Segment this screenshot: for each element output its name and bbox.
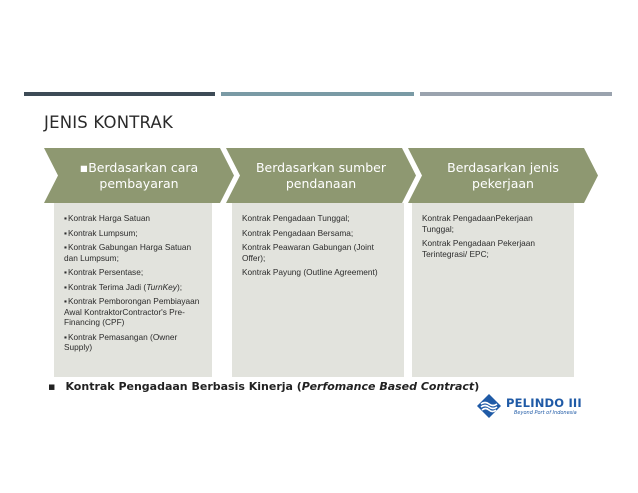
top-bar-grey	[420, 92, 612, 96]
list-item: Kontrak PengadaanPekerjaan Tunggal;	[422, 213, 533, 234]
chevron-header-payment: ▪Berdasarkan cara pembayaran	[44, 148, 234, 203]
logo-tagline: Beyond Port of Indonesia	[514, 410, 577, 416]
pelindo-logo: PELINDO III Beyond Port of Indonesia	[476, 391, 594, 423]
list-item: Kontrak Pemborongan Pembiayaan Awal Kont…	[64, 296, 204, 328]
chevron-header-label: Berdasarkan jenis pekerjaan	[447, 159, 559, 191]
list-item-italic: TurnKey	[146, 281, 177, 292]
list-item: Kontrak Harga Satuan	[64, 213, 204, 224]
top-bar-dark	[24, 92, 215, 96]
list-item: Kontrak Persentase;	[64, 267, 204, 278]
list-item: Kontrak Lumpsum;	[64, 228, 204, 239]
slide-title: JENIS KONTRAK	[44, 113, 174, 132]
footer-bullet: ▪ Kontrak Pengadaan Berbasis Kinerja (Per…	[48, 380, 479, 393]
top-bar-teal	[221, 92, 414, 96]
chevron-header-label: Berdasarkan sumber pendanaan	[255, 159, 387, 191]
list-item: Kontrak Payung (Outline Agreement)	[242, 267, 378, 277]
list-item-suffix: );	[176, 281, 183, 292]
bullet-icon: ▪	[48, 380, 56, 393]
panel-payment: Kontrak Harga Satuan Kontrak Lumpsum; Ko…	[54, 203, 212, 377]
list-item: Kontrak Gabungan Harga Satuan dan Lumpsu…	[64, 242, 204, 263]
pelindo-mark-icon	[477, 394, 501, 418]
footer-bullet-suffix: )	[474, 380, 480, 393]
list-item-turnkey: Kontrak Terima Jadi (TurnKey);	[64, 282, 204, 293]
footer-bullet-italic: Perfomance Based Contract	[301, 380, 475, 393]
list-item-text: Kontrak Terima Jadi (	[67, 281, 147, 292]
panel-work-type: Kontrak PengadaanPekerjaan Tunggal; Kont…	[412, 203, 574, 377]
list-item: Kontrak Pemasangan (Owner Supply)	[64, 332, 204, 353]
chevron-header-funding: Berdasarkan sumber pendanaan	[226, 148, 416, 203]
list-item: Kontrak Pengadaan Bersama;	[242, 227, 354, 238]
list-item: Kontrak Peawaran Gabungan (Joint Offer);	[242, 242, 374, 263]
panel-funding: Kontrak Pengadaan Tunggal; Kontrak Penga…	[232, 203, 404, 377]
list-item: Kontrak Pengadaan Tunggal;	[242, 213, 350, 223]
footer-bullet-text: Kontrak Pengadaan Berbasis Kinerja (	[65, 380, 302, 393]
chevron-header-work-type: Berdasarkan jenis pekerjaan	[408, 148, 598, 203]
list-item: Kontrak Pengadaan Pekerjaan Terintegrasi…	[422, 238, 536, 259]
logo-name: PELINDO III	[506, 396, 582, 410]
chevron-header-label: ▪Berdasarkan cara pembayaran	[79, 159, 199, 191]
